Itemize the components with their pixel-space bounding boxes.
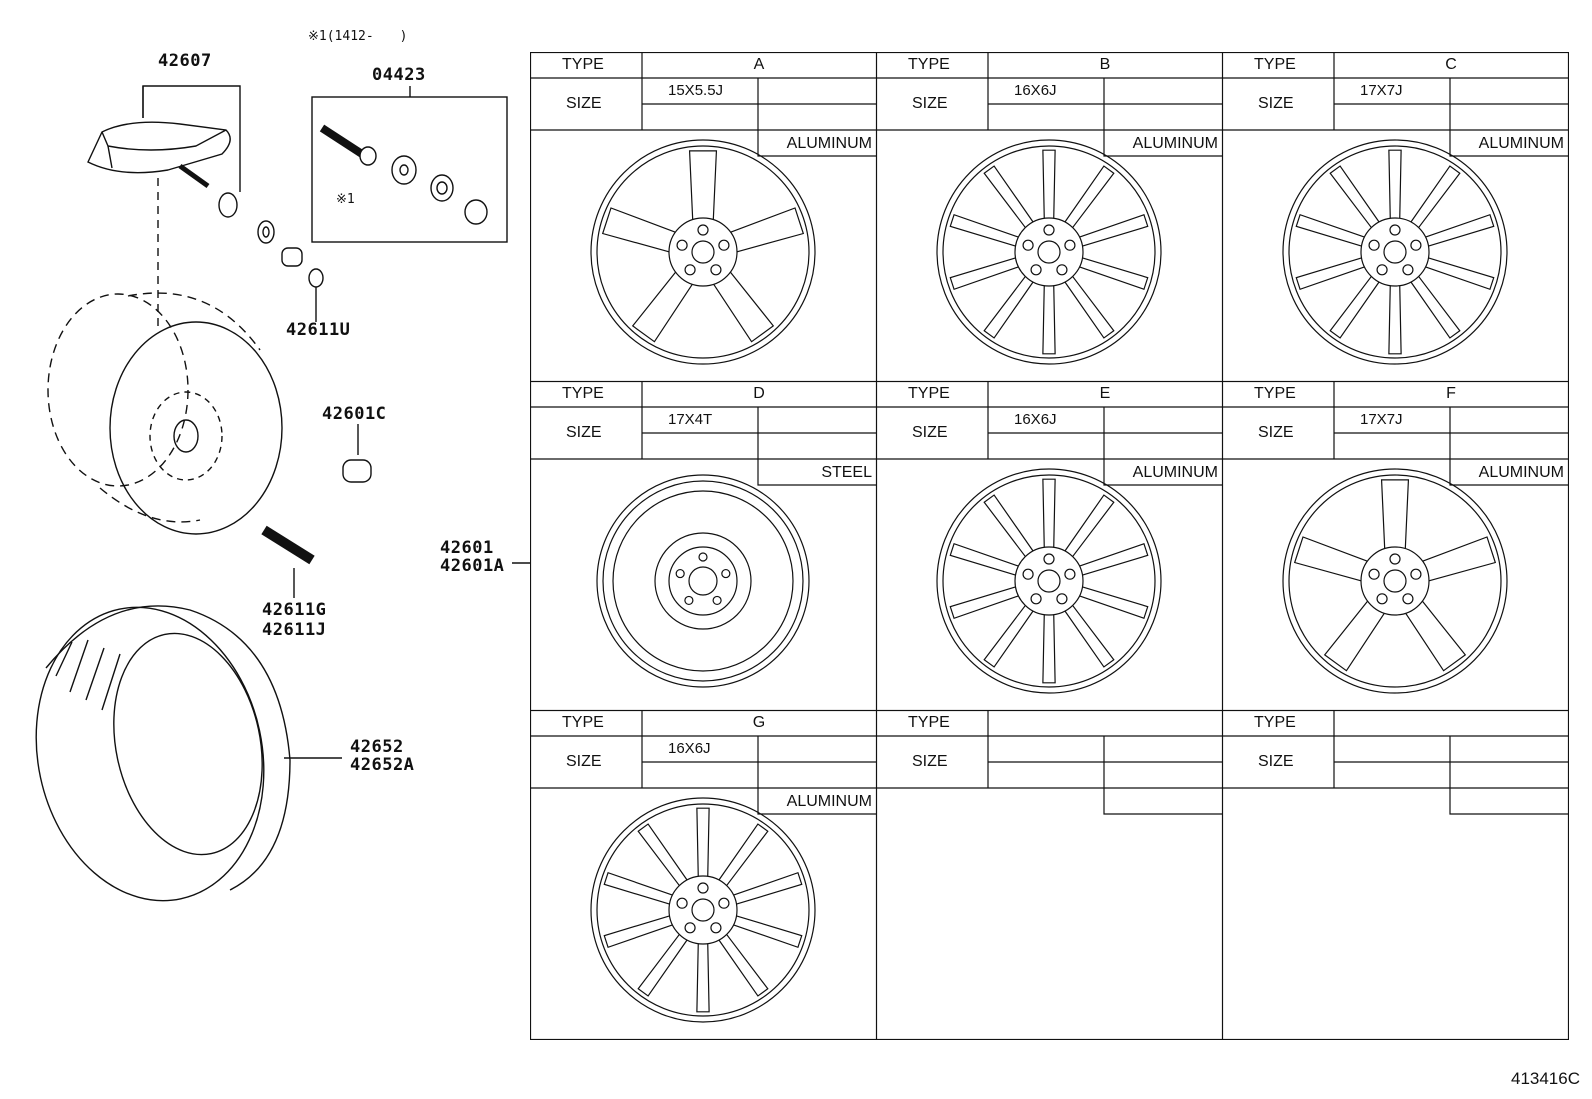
size-value: 16X6J: [1014, 411, 1057, 428]
part-number-valve-kit: 04423: [372, 65, 426, 85]
part-number-tire-alt: 42652A: [350, 755, 415, 775]
note-top: ※1(1412- ): [308, 29, 408, 44]
wheel-type-cell: TYPE SIZE D 17X4T STEEL: [530, 381, 877, 711]
wheel-face-icon: [109, 321, 283, 535]
type-label: TYPE: [562, 56, 604, 73]
type-value: F: [1446, 385, 1456, 402]
type-value: E: [1099, 385, 1111, 402]
note-mark: ※1: [336, 192, 355, 207]
tpms-sensor-icon: [87, 121, 231, 189]
size-label: SIZE: [1258, 753, 1294, 770]
valve-stem-icon: [261, 525, 315, 598]
wheel-style-F-icon: [1282, 468, 1508, 694]
size-label: SIZE: [566, 753, 602, 770]
type-label: TYPE: [908, 385, 950, 402]
valve-nut-icon: [218, 192, 324, 288]
size-label: SIZE: [1258, 95, 1294, 112]
type-value: D: [753, 385, 765, 402]
part-number-valve-g: 42611G: [262, 600, 327, 620]
wheel-type-table: TYPE SIZE A 15X5.5J ALUMINUM TYPE SIZE B 16X6J AL…: [530, 52, 1572, 1040]
type-value: C: [1445, 56, 1457, 73]
size-label: SIZE: [1258, 424, 1294, 441]
size-label: SIZE: [912, 424, 948, 441]
wheel-type-cell: TYPE SIZE E 16X6J ALUMINUM: [876, 381, 1223, 711]
material-value: ALUMINUM: [1132, 135, 1218, 152]
material-value: ALUMINUM: [786, 793, 872, 810]
wheel-type-cell: TYPE SIZE C 17X7J ALUMINUM: [1222, 52, 1569, 382]
type-label: TYPE: [908, 714, 950, 731]
wheel-style-A-icon: [590, 139, 816, 365]
size-label: SIZE: [912, 753, 948, 770]
size-label: SIZE: [566, 424, 602, 441]
size-label: SIZE: [566, 95, 602, 112]
wheel-style-B-icon: [936, 139, 1162, 365]
cell-frame: [1222, 710, 1569, 1040]
wheel-type-cell: TYPE SIZE B 16X6J ALUMINUM: [876, 52, 1223, 382]
type-label: TYPE: [908, 56, 950, 73]
part-number-valve-j: 42611J: [262, 620, 327, 640]
type-label: TYPE: [1254, 714, 1296, 731]
material-value: ALUMINUM: [1478, 464, 1564, 481]
wheel-style-E-icon: [936, 468, 1162, 694]
size-value: 16X6J: [668, 740, 711, 757]
part-number-tire: 42652: [350, 737, 404, 757]
wheel-type-cell: TYPE SIZE: [1222, 710, 1569, 1040]
material-value: ALUMINUM: [1132, 464, 1218, 481]
size-value: 16X6J: [1014, 82, 1057, 99]
size-value: 17X7J: [1360, 82, 1403, 99]
wheel-type-cell: TYPE SIZE F 17X7J ALUMINUM: [1222, 381, 1569, 711]
parts-illustration: [35, 85, 530, 902]
part-number-wheel: 42601: [440, 538, 494, 558]
size-value: 17X4T: [668, 411, 713, 428]
wheel-style-blank-icon: [1222, 788, 1568, 1038]
figure-code: 413416C: [1510, 1069, 1580, 1088]
type-label: TYPE: [562, 714, 604, 731]
size-value: 15X5.5J: [668, 82, 724, 99]
type-label: TYPE: [1254, 385, 1296, 402]
part-number-nut-u: 42611U: [286, 320, 351, 340]
type-value: A: [753, 56, 765, 73]
material-value: ALUMINUM: [1478, 135, 1564, 152]
type-label: TYPE: [1254, 56, 1296, 73]
part-number-hub-nut: 42601C: [322, 404, 387, 424]
valve-kit-icon: [319, 124, 488, 225]
wheel-type-cell: TYPE SIZE G 16X6J ALUMINUM: [530, 710, 877, 1040]
wheel-style-G-icon: [590, 797, 816, 1023]
tire-icon: [35, 605, 342, 902]
type-value: G: [752, 714, 766, 731]
wheel-type-cell: TYPE SIZE A 15X5.5J ALUMINUM: [530, 52, 877, 382]
type-label: TYPE: [562, 385, 604, 402]
wheel-style-C-icon: [1282, 139, 1508, 365]
size-label: SIZE: [912, 95, 948, 112]
wheel-assembly-icon: [47, 292, 261, 523]
part-number-tpms-sensor: 42607: [158, 51, 212, 71]
material-value: ALUMINUM: [786, 135, 872, 152]
material-value: STEEL: [821, 464, 872, 481]
part-number-wheel-alt: 42601A: [440, 556, 505, 576]
wheel-style-blank-icon: [876, 788, 1222, 1038]
wheel-type-cell: TYPE SIZE: [876, 710, 1223, 1040]
wheel-style-D-icon: [596, 474, 810, 688]
type-value: B: [1099, 56, 1111, 73]
hub-nut-icon: [342, 424, 372, 483]
size-value: 17X7J: [1360, 411, 1403, 428]
